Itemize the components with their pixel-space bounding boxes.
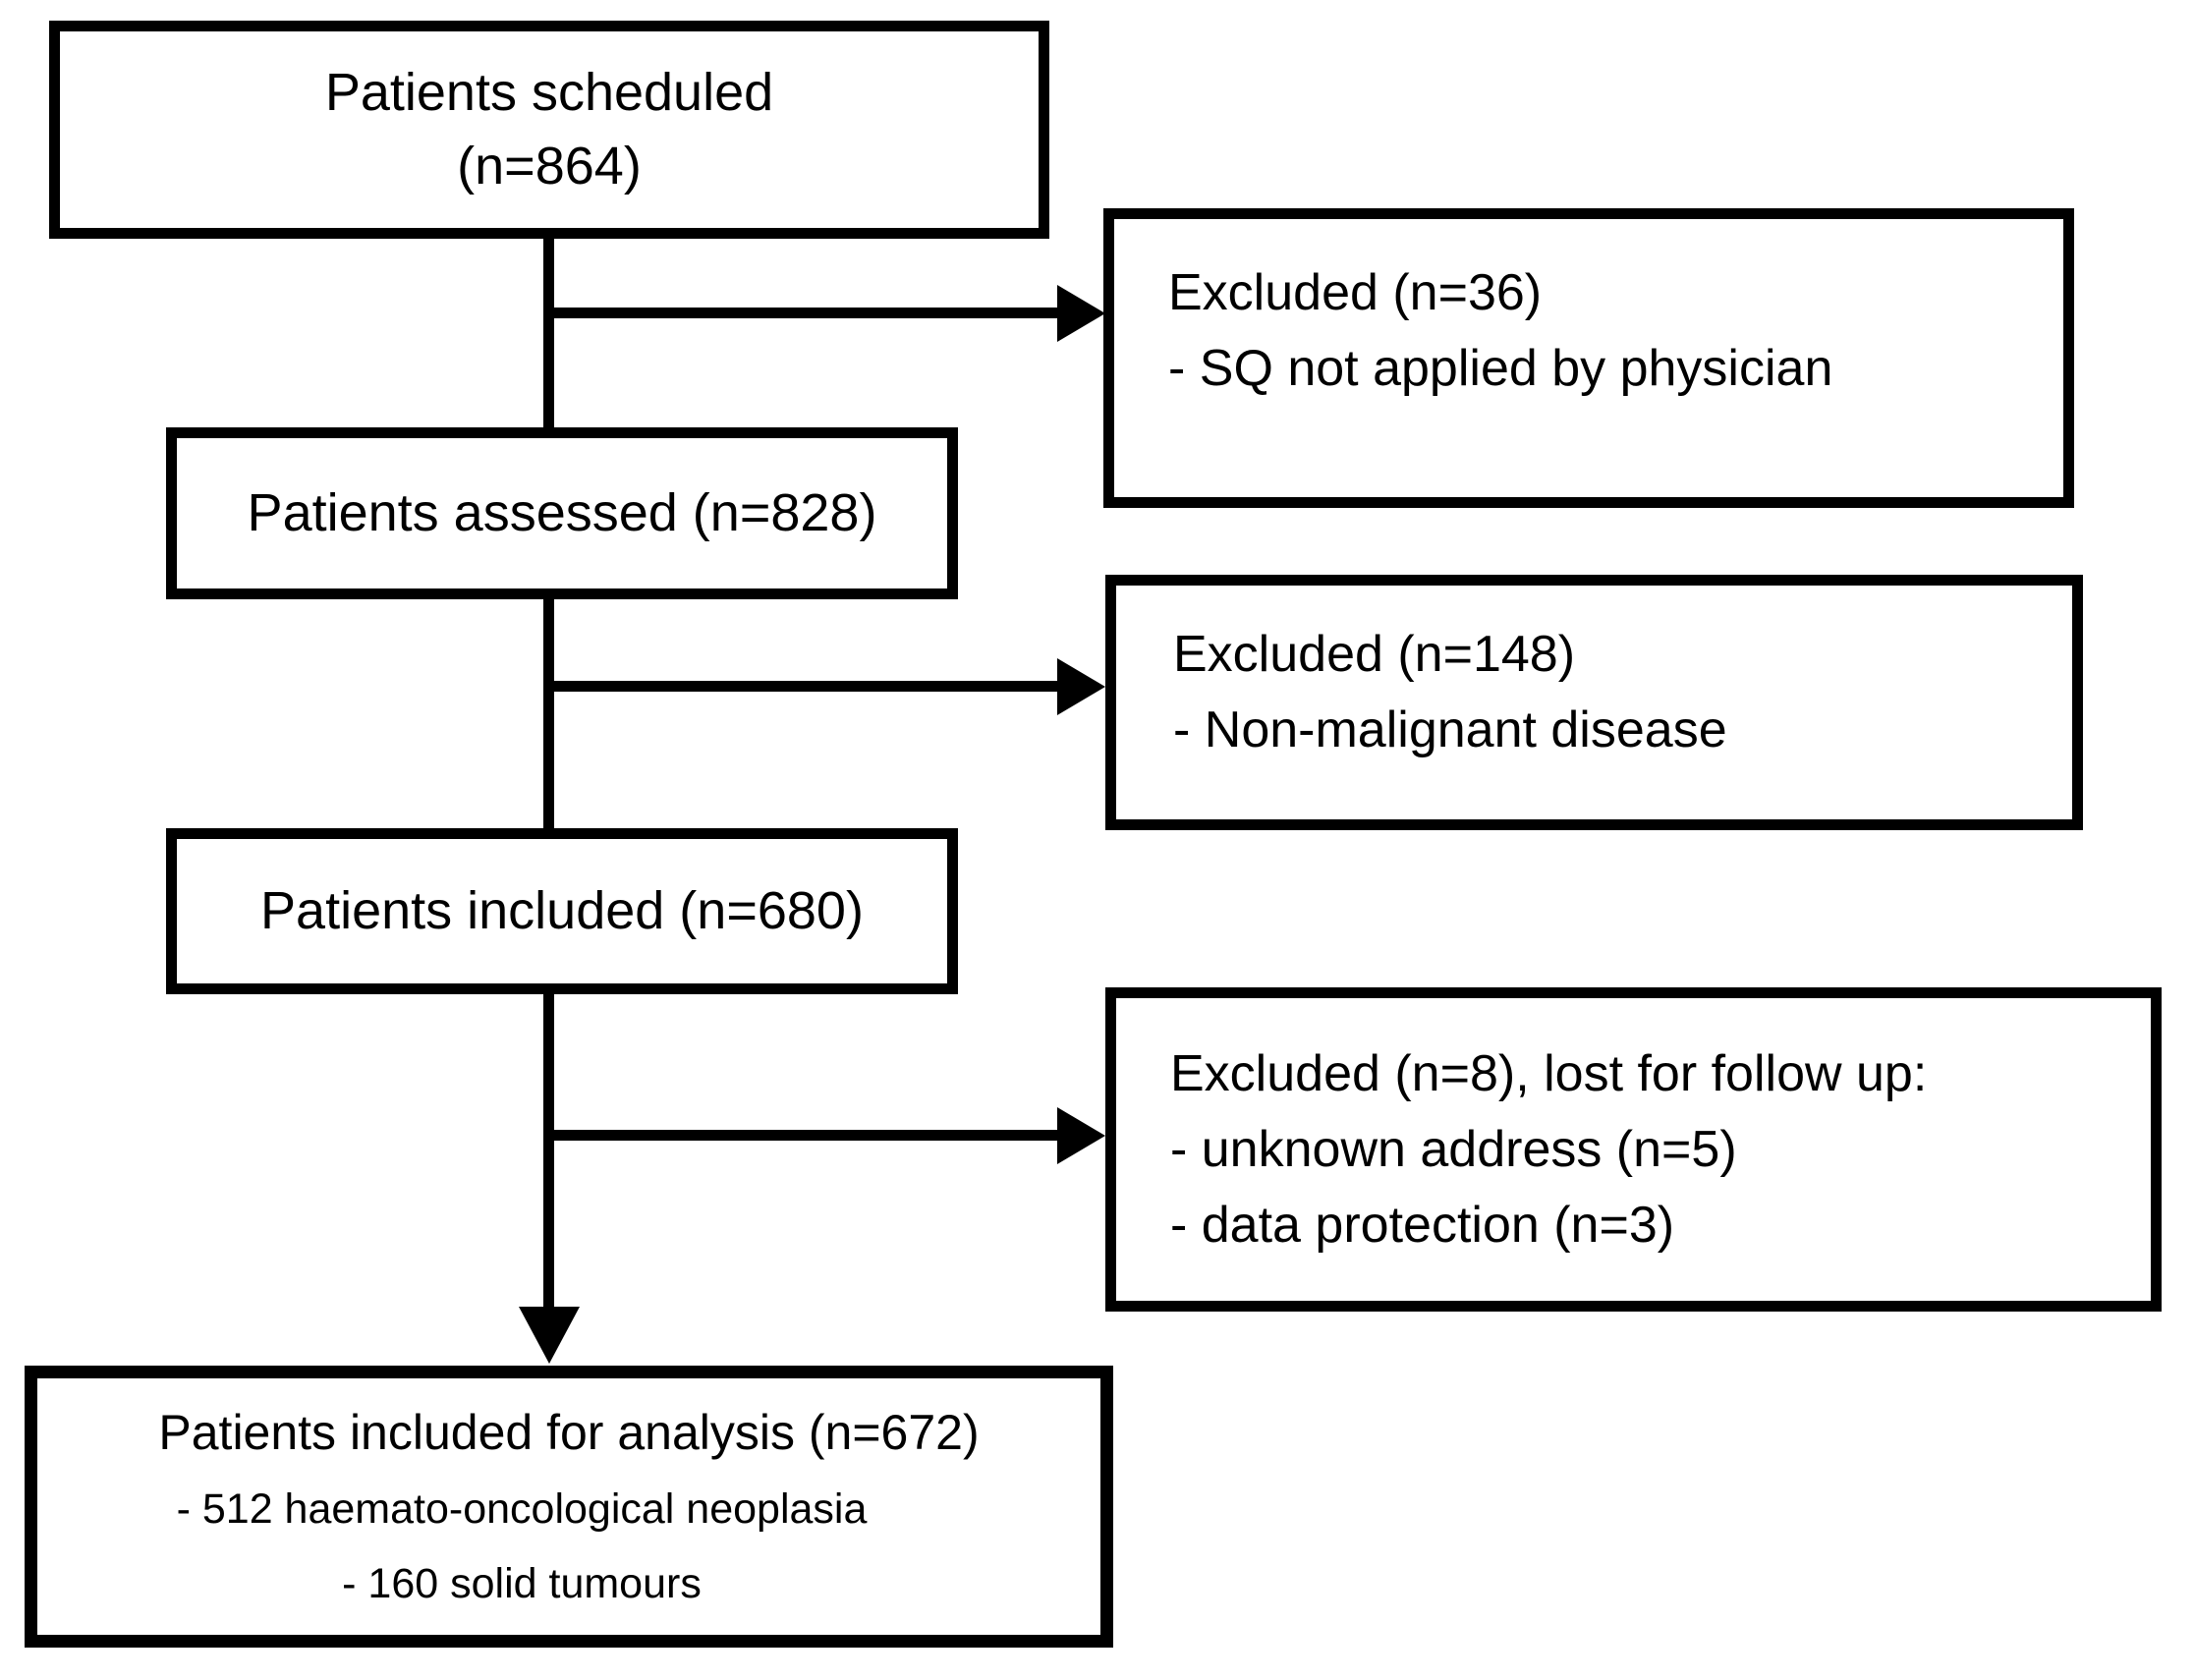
analysis-haemato-line: - 512 haemato-oncological neoplasia (176, 1484, 868, 1533)
box-excluded-3: Excluded (n=8), lost for follow up: - un… (1105, 987, 2162, 1312)
box-excluded-1: Excluded (n=36) - SQ not applied by phys… (1103, 208, 2074, 508)
excluded-3-line1: Excluded (n=8), lost for follow up: (1170, 1044, 1928, 1102)
arrow-to-excluded-3 (548, 1130, 1059, 1141)
patients-included-label: Patients included (n=680) (260, 881, 864, 940)
excluded-1-reason: - SQ not applied by physician (1168, 340, 1833, 397)
patients-scheduled-count: (n=864) (457, 137, 642, 196)
connector-included-to-analysis (543, 992, 554, 1309)
box-patients-assessed: Patients assessed (n=828) (166, 427, 958, 599)
arrowhead-right-icon (1057, 285, 1105, 342)
arrow-to-excluded-1 (548, 308, 1059, 318)
excluded-2-reason: - Non-malignant disease (1173, 701, 1727, 758)
box-patients-analysis: Patients included for analysis (n=672) -… (25, 1366, 1113, 1648)
excluded-2-line1: Excluded (n=148) (1173, 626, 1576, 683)
arrowhead-right-icon (1057, 1107, 1105, 1164)
excluded-3-reason-1: - unknown address (n=5) (1170, 1120, 1737, 1178)
connector-scheduled-to-assessed (543, 236, 554, 429)
arrowhead-right-icon (1057, 658, 1105, 715)
patients-assessed-label: Patients assessed (n=828) (247, 483, 877, 542)
patients-analysis-breakdown: - 512 haemato-oncological neoplasia - 16… (177, 1472, 868, 1621)
arrow-to-excluded-2 (548, 681, 1059, 692)
analysis-solid-line: - 160 solid tumours (342, 1559, 702, 1607)
patients-scheduled-line1: Patients scheduled (324, 63, 774, 122)
excluded-1-line1: Excluded (n=36) (1168, 264, 1543, 321)
box-patients-scheduled: Patients scheduled (n=864) (49, 21, 1049, 239)
box-patients-included: Patients included (n=680) (166, 828, 958, 994)
excluded-3-reason-2: - data protection (n=3) (1170, 1196, 1675, 1254)
arrowhead-down-icon (519, 1307, 580, 1364)
connector-assessed-to-included (543, 596, 554, 830)
box-excluded-2: Excluded (n=148) - Non-malignant disease (1105, 575, 2083, 830)
patients-analysis-title: Patients included for analysis (n=672) (158, 1404, 980, 1460)
